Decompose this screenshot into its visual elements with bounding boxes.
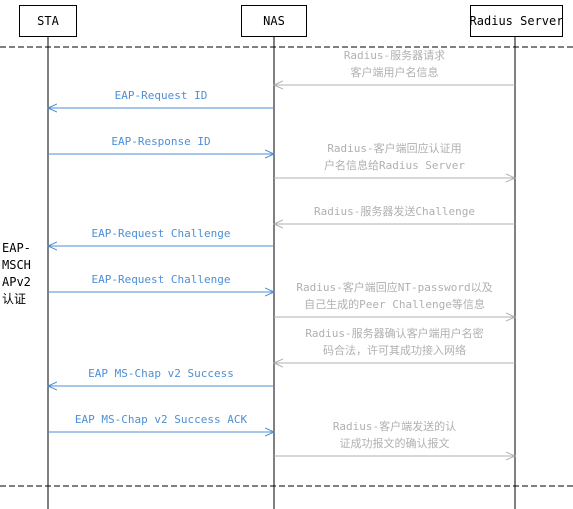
message-label-5: Radius-服务器发送Challenge — [314, 205, 475, 218]
message-label-10: EAP MS-Chap v2 Success — [88, 367, 234, 380]
message-label-12: Radius-客户端发送的认 证成功报文的确认报文 — [332, 420, 457, 450]
message-label-6: EAP-Request Challenge — [91, 227, 231, 240]
message-label-11: EAP MS-Chap v2 Success ACK — [74, 413, 248, 426]
participant-sta: STA — [19, 5, 77, 37]
participant-nas: NAS — [241, 5, 307, 37]
message-label-1: Radius-服务器请求 客户端用户名信息 — [343, 49, 446, 79]
message-label-4: Radius-客户端回应认证用 户名信息给Radius Server — [323, 142, 466, 172]
message-label-9: Radius-服务器确认客户端用户名密 码合法，许可其成功接入网络 — [305, 327, 484, 357]
side-label-eap-mschapv2: EAP- MSCH APv2 认证 — [2, 241, 31, 306]
message-label-7: EAP-Request Challenge — [91, 273, 231, 286]
participant-radius-server: Radius Server — [470, 5, 563, 37]
message-label-8: Radius-客户端回应NT-password以及 自己生成的Peer Chal… — [296, 281, 493, 311]
message-label-3: EAP-Response ID — [111, 135, 211, 148]
message-label-2: EAP-Request ID — [114, 89, 208, 102]
